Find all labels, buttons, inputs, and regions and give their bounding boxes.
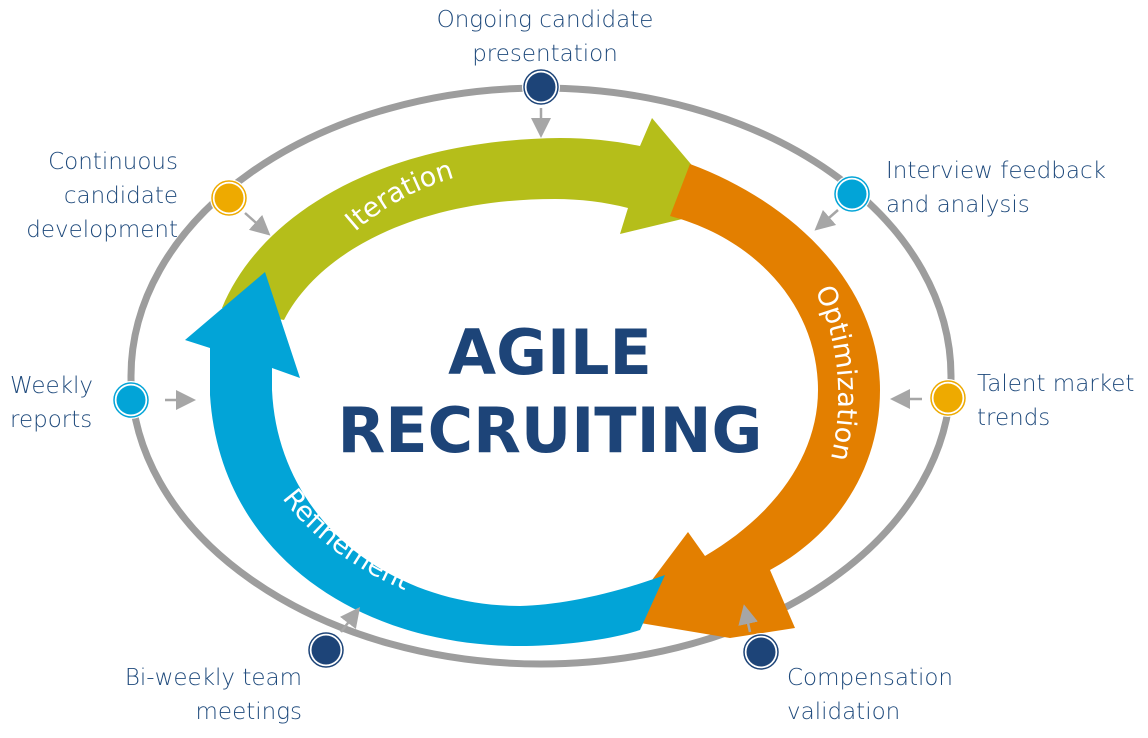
input-dots [112,68,967,671]
label-continuous-candidate-development: Continuous candidate development [26,149,178,243]
label-talent-market-trends: Talent market trends [977,371,1135,431]
label-bi-weekly-team-meetings: Bi-weekly team meetings [124,665,302,725]
label-ongoing-candidate-presentation: Ongoing candidate presentation [436,7,654,67]
refinement-arrow [185,272,665,646]
title-line-2: RECRUITING [337,394,763,467]
label-compensation-validation: Compensation validation [787,665,953,725]
dot-weekly-reports [112,381,150,419]
optimization-arrow [622,164,880,638]
dot-talent-market-trends [929,379,967,417]
label-interview-feedback: Interview feedback and analysis [886,158,1106,218]
dot-interview-feedback [833,175,871,213]
title-line-1: AGILE [448,316,652,389]
dot-compensation-validation [742,633,780,671]
label-weekly-reports: Weekly reports [10,373,94,433]
connector-arrows [165,108,922,633]
dot-bi-weekly-team-meetings [307,631,345,669]
dot-ongoing-candidate-presentation [522,68,560,106]
dot-continuous-candidate-development [210,179,248,217]
iteration-arrow [222,118,728,320]
